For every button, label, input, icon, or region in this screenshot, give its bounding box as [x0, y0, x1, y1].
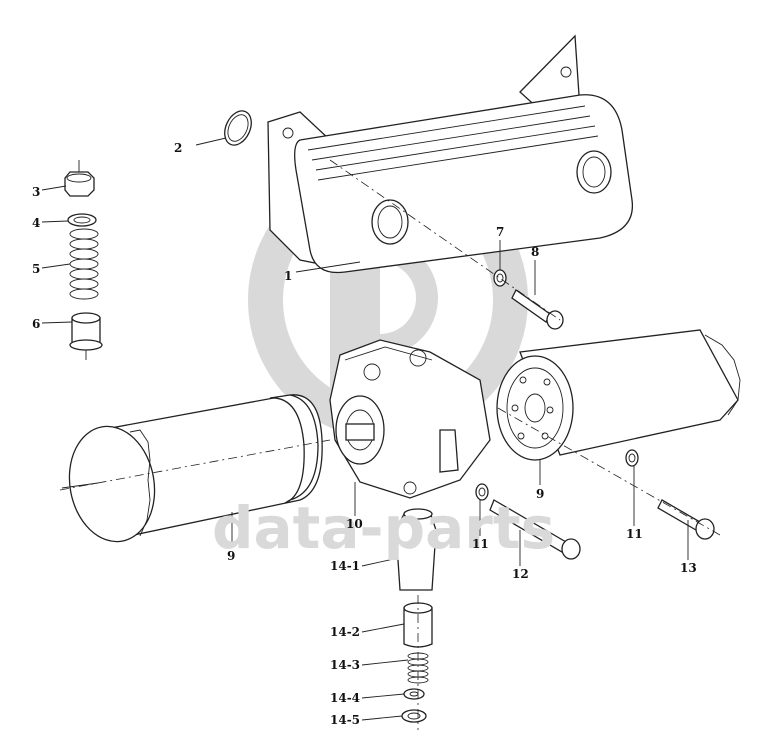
callout-5: 5: [32, 262, 40, 276]
callout-14-4: 14-4: [330, 691, 360, 705]
callout-7: 7: [496, 225, 504, 239]
leader-lines: [41, 137, 689, 721]
callout-11-right: 11: [626, 527, 643, 541]
watermark-text: data-parts: [212, 494, 555, 562]
center-axis: [497, 407, 721, 536]
oil-filter-left: [61, 394, 323, 543]
snap-ring: [401, 709, 427, 723]
center-axis: [59, 439, 331, 491]
callout-2: 2: [174, 141, 182, 155]
callout-14-2: 14-2: [330, 625, 360, 639]
callout-4: 4: [32, 216, 40, 230]
callout-11-left: 11: [472, 537, 489, 551]
bolt-8: [511, 289, 564, 330]
oil-filter-right: [496, 329, 741, 461]
callout-14-3: 14-3: [330, 658, 360, 672]
callout-3: 3: [32, 185, 40, 199]
valve-washer: [403, 688, 425, 700]
o-ring: [224, 110, 252, 146]
spring: [69, 228, 99, 300]
washer: [67, 213, 97, 227]
callout-6: 6: [32, 317, 40, 331]
callout-8: 8: [531, 245, 539, 259]
oil-cooler: [267, 34, 634, 274]
bolt-13: [657, 499, 715, 540]
callout-1: 1: [284, 269, 292, 283]
callout-13: 13: [680, 561, 697, 575]
valve-body: [395, 508, 437, 591]
callout-14-5: 14-5: [330, 713, 360, 727]
center-axis: [329, 159, 561, 321]
washer-11-right: [625, 449, 639, 467]
callout-14-1: 14-1: [330, 559, 360, 573]
callout-10: 10: [346, 517, 363, 531]
callout-12: 12: [512, 567, 529, 581]
callout-9-right: 9: [536, 487, 544, 501]
callout-9-left: 9: [227, 549, 235, 563]
washer-7: [493, 269, 507, 287]
filter-head: [329, 339, 491, 499]
valve-piston: [69, 312, 103, 360]
washer-11-left: [475, 483, 489, 501]
callout-labels: 2 3 4 5 6 1 7 8 9 9 10 11 11 12 13 14-1 …: [32, 141, 697, 727]
plug-bolt: [64, 160, 95, 197]
bolt-12: [489, 499, 581, 560]
